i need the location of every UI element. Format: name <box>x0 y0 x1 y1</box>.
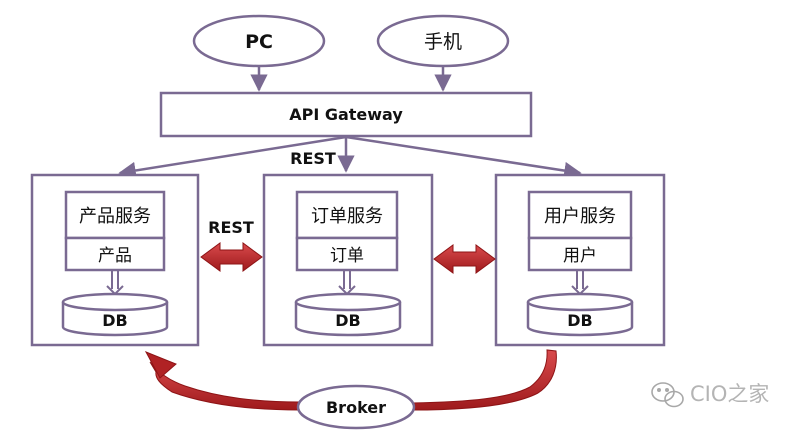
watermark-text: CIO之家 <box>690 382 769 406</box>
broker-curve-right <box>411 349 557 411</box>
product-service-container: 产品服务 产品 DB <box>30 173 200 347</box>
api-gateway: API Gateway <box>159 91 533 138</box>
api-gateway-label: API Gateway <box>289 105 403 124</box>
product-service-name: 产品服务 <box>79 206 151 227</box>
gateway-to-user-arrow <box>345 135 582 180</box>
client-arrows <box>250 67 452 92</box>
broker-connector <box>144 349 557 411</box>
gateway-rest-label: REST <box>290 149 336 168</box>
broker: Broker <box>296 384 416 430</box>
order-service-container: 订单服务 订单 DB <box>262 173 434 347</box>
product-entity-label: 产品 <box>98 246 132 266</box>
pc-client: PC <box>192 14 326 68</box>
user-entity-box <box>527 236 633 272</box>
order-service-name: 订单服务 <box>311 206 383 227</box>
gateway-arrows <box>118 135 582 180</box>
user-db-label: DB <box>567 311 592 330</box>
product-order-rest-arrow <box>200 242 263 272</box>
broker-label: Broker <box>326 398 386 417</box>
order-db <box>294 292 402 337</box>
broker-curve-left <box>149 361 301 411</box>
product-entity-box <box>64 236 166 272</box>
user-db <box>526 292 634 337</box>
order-entity-box <box>295 236 399 272</box>
gateway-to-product-arrow <box>118 135 347 180</box>
product-db <box>61 292 169 337</box>
broker-arrowhead-left <box>144 351 177 379</box>
order-db-label: DB <box>335 311 360 330</box>
user-service-name-box <box>527 190 633 240</box>
product-db-label: DB <box>102 311 127 330</box>
service-rest-label: REST <box>208 218 254 237</box>
user-service-container: 用户服务 用户 DB <box>494 173 666 347</box>
user-service-name: 用户服务 <box>544 206 616 227</box>
wechat-icon <box>651 382 684 408</box>
watermark: CIO之家 <box>651 382 769 408</box>
pc-label: PC <box>245 31 273 53</box>
order-user-rest-arrow <box>433 244 496 274</box>
mobile-client: 手机 <box>376 14 510 68</box>
mobile-label: 手机 <box>424 31 462 53</box>
order-entity-label: 订单 <box>330 246 364 266</box>
user-entity-label: 用户 <box>563 246 597 266</box>
